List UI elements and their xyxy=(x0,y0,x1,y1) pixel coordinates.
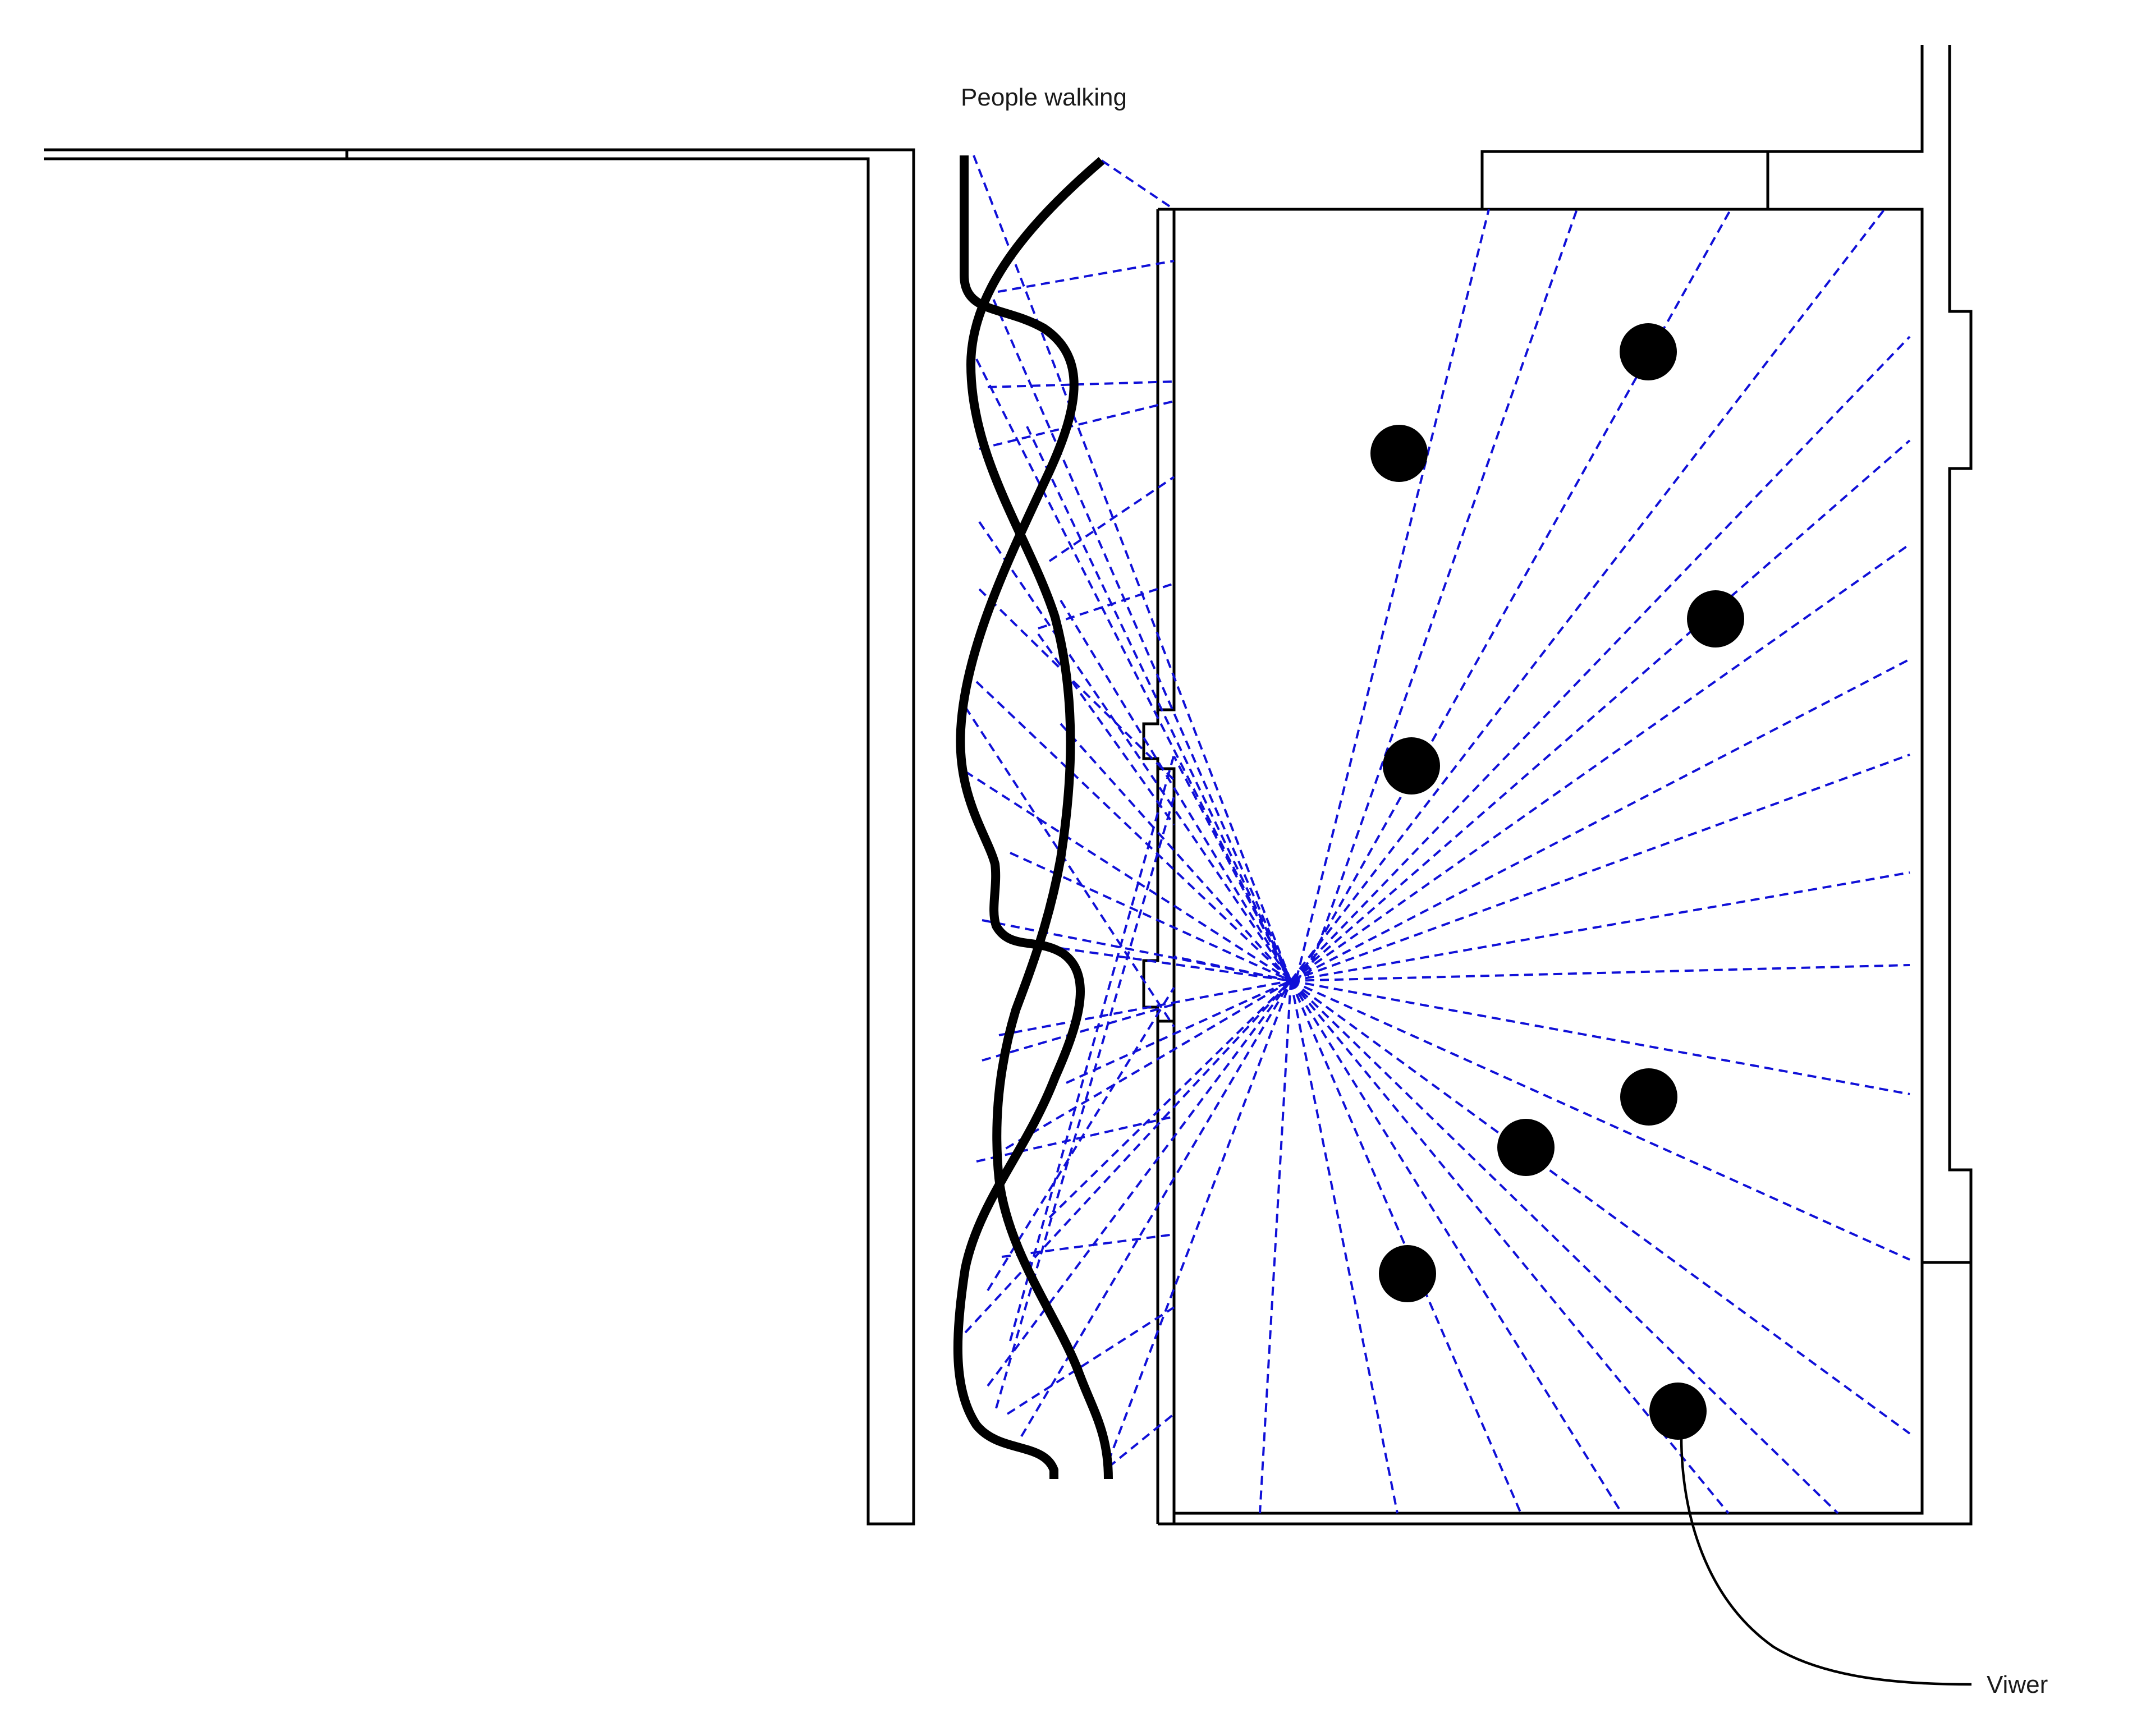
sight-line xyxy=(979,400,1175,450)
sight-line xyxy=(964,706,1175,1028)
sight-line xyxy=(1290,980,1839,1514)
viewing-room-top-right-wall xyxy=(1768,45,1924,153)
sight-line xyxy=(1290,208,1886,982)
sight-line xyxy=(975,359,1292,981)
corridor-partition xyxy=(1142,208,1176,1023)
sight-line xyxy=(1020,980,1292,1438)
viewer-leader-line xyxy=(1680,1436,1972,1686)
sight-line xyxy=(1107,1413,1175,1468)
sight-line xyxy=(1107,980,1292,1462)
people-walking-label: People walking xyxy=(961,84,1127,111)
sight-line xyxy=(1290,980,1910,1261)
viewer-dot xyxy=(1620,323,1677,380)
sight-line xyxy=(1306,209,1578,977)
sight-line xyxy=(1037,633,1175,826)
viewer-dot xyxy=(1687,590,1744,647)
sight-line xyxy=(982,1003,1175,1062)
sight-lines xyxy=(964,155,1911,1514)
walls xyxy=(44,45,1973,1526)
viewer-label: Viwer xyxy=(1987,1671,2048,1698)
sight-line xyxy=(982,919,1291,982)
walker-path-1 xyxy=(953,155,1085,1479)
sight-line xyxy=(1290,980,1910,1095)
viewing-room-top-bay xyxy=(1480,150,1769,209)
viewer-dot xyxy=(1383,737,1440,794)
walker-path-2 xyxy=(966,157,1113,1480)
viewer-dot xyxy=(1649,1383,1707,1440)
sight-line xyxy=(1290,980,1399,1514)
sight-line xyxy=(995,796,1175,1409)
sight-line xyxy=(1101,159,1175,210)
sight-line xyxy=(1290,871,1910,982)
sight-line xyxy=(1048,980,1292,1219)
walker-paths xyxy=(953,155,1113,1480)
sight-line xyxy=(1290,543,1911,982)
sight-line xyxy=(1048,476,1175,562)
sight-line xyxy=(978,588,1175,781)
sight-line xyxy=(1173,756,1292,981)
sight-line xyxy=(1290,980,1522,1514)
sight-line xyxy=(1006,1306,1175,1415)
sight-line xyxy=(1009,754,1175,1342)
sight-line xyxy=(1038,582,1175,630)
viewer-dot xyxy=(1370,425,1428,482)
viewer-dot xyxy=(1620,1068,1677,1126)
sight-line xyxy=(1259,980,1292,1514)
sight-line xyxy=(987,286,1292,981)
sight-line xyxy=(978,521,1292,982)
left-room-top-wall-outer xyxy=(44,148,915,1526)
viewer-dots xyxy=(1370,323,1744,1440)
sight-line xyxy=(1290,980,1623,1514)
sight-line xyxy=(1066,980,1291,1084)
sight-line xyxy=(987,380,1175,388)
sight-line xyxy=(976,1115,1175,1163)
sight-line xyxy=(1295,209,1490,980)
sight-line xyxy=(1290,964,1910,982)
sight-line xyxy=(1060,599,1292,982)
sight-line xyxy=(1290,658,1910,982)
sight-line xyxy=(973,155,1292,981)
sight-line xyxy=(975,681,1292,982)
viewer-dot xyxy=(1497,1119,1555,1176)
sight-line xyxy=(964,770,1292,982)
viewing-room-outer-wall xyxy=(1158,45,1973,1526)
sight-line xyxy=(1290,439,1911,982)
sight-line xyxy=(1290,980,1911,1435)
sight-line xyxy=(964,980,1292,1334)
viewing-room-inner-wall xyxy=(1172,208,1924,1515)
viewer-dot xyxy=(1379,1245,1436,1302)
sight-line xyxy=(1295,209,1732,984)
sight-line xyxy=(1060,947,1291,982)
sight-line xyxy=(1290,754,1910,982)
sight-line xyxy=(1026,426,1292,981)
sight-line xyxy=(987,980,1292,1387)
sight-line xyxy=(1060,723,1292,982)
sight-line xyxy=(992,980,1292,1157)
sight-line xyxy=(998,980,1291,1036)
sight-line xyxy=(997,260,1175,293)
sight-line xyxy=(1290,336,1911,982)
